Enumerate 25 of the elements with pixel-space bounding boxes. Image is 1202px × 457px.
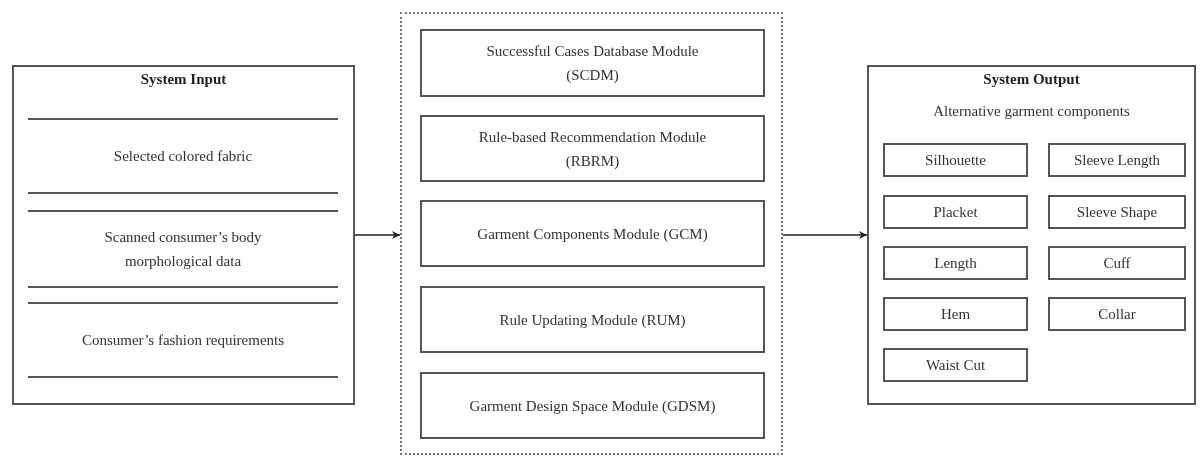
component-box: Hem	[883, 297, 1028, 331]
panel-title: System Output	[982, 71, 1081, 88]
module-box: Garment Design Space Module (GDSM)	[420, 372, 765, 439]
module-box: Rule Updating Module (RUM)	[420, 286, 765, 353]
component-box: Sleeve Length	[1048, 143, 1186, 177]
component-box: Sleeve Shape	[1048, 195, 1186, 229]
data-store: Consumer’s fashion requirements	[28, 302, 338, 378]
component-box: Length	[883, 246, 1028, 280]
component-box: Placket	[883, 195, 1028, 229]
module-box: Garment Components Module (GCM)	[420, 200, 765, 267]
panel-box	[867, 65, 1196, 405]
module-box: Rule-based Recommendation Module (RBRM)	[420, 115, 765, 182]
arrow	[782, 231, 868, 239]
component-box: Cuff	[1048, 246, 1186, 280]
data-store: Selected colored fabric	[28, 118, 338, 194]
component-box: Collar	[1048, 297, 1186, 331]
panel-box	[12, 65, 355, 405]
dotted-container	[400, 12, 783, 455]
component-box: Silhouette	[883, 143, 1028, 177]
arrow	[354, 231, 401, 239]
panel-subtitle: Alternative garment components	[932, 103, 1131, 120]
module-box: Successful Cases Database Module (SCDM)	[420, 29, 765, 97]
panel-title: System Input	[139, 71, 228, 88]
data-store: Scanned consumer’s body morphological data	[28, 210, 338, 288]
component-box: Waist Cut	[883, 348, 1028, 382]
